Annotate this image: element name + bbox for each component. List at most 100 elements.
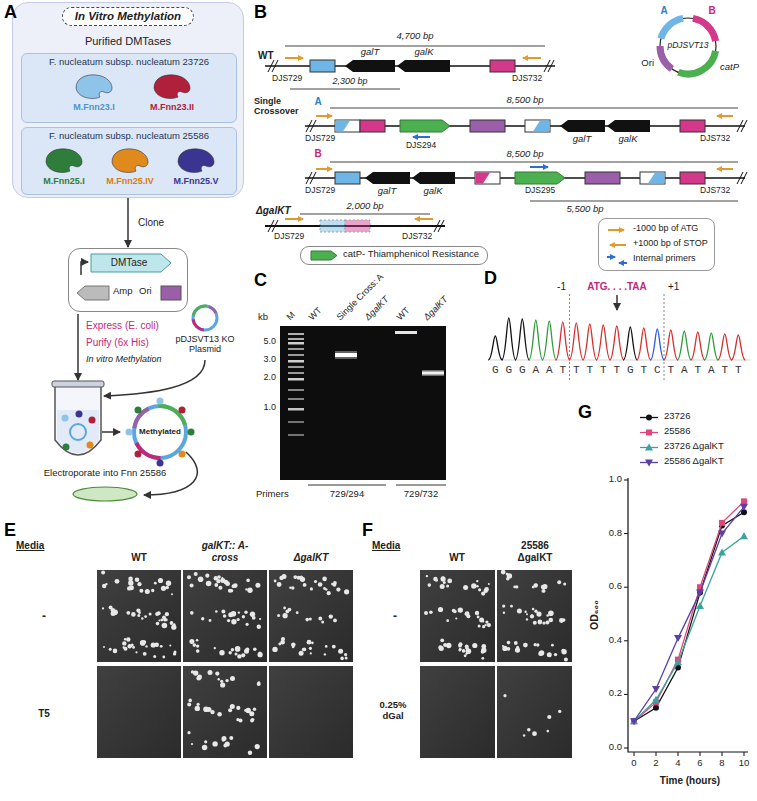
- colony: [173, 652, 176, 655]
- colony: [135, 651, 137, 653]
- flow-arrow-part: [102, 431, 120, 433]
- colony: [206, 581, 212, 587]
- text-label: WT: [258, 50, 274, 62]
- colony: [122, 641, 126, 645]
- panel-letter: A: [4, 2, 17, 23]
- colony: [235, 646, 241, 652]
- colony: [214, 647, 216, 649]
- colony: [299, 651, 304, 656]
- ko-plasmid-icon: [193, 306, 217, 330]
- wt-locus-part: [268, 60, 554, 72]
- plate-glare: [97, 570, 181, 662]
- crossover-a-locus-part: [316, 115, 332, 117]
- text-label: 0.4: [609, 635, 622, 646]
- colony: [219, 650, 224, 655]
- colony: [156, 622, 160, 626]
- text-label: galT: [361, 47, 379, 58]
- reaction-tube-part: [76, 411, 83, 418]
- colony: [161, 586, 166, 591]
- text-label: 1.0: [609, 474, 622, 485]
- plate-ground: [497, 666, 572, 758]
- colony: [481, 657, 484, 660]
- methyl-mark-part: [135, 407, 142, 414]
- crossover-a-locus-part: [525, 120, 550, 132]
- legend-text: catP- Thiamphenicol Resistance: [343, 249, 479, 260]
- reaction-tube-part: [70, 424, 86, 440]
- trace-peak: [583, 324, 597, 360]
- colony: [554, 653, 557, 656]
- text-label: Express (E. coli): [86, 320, 159, 332]
- colony: [435, 579, 438, 582]
- crossover-b-locus-part: [316, 168, 332, 170]
- plate-ground: [269, 570, 353, 662]
- legend-text: Internal primers: [633, 253, 696, 263]
- colony: [465, 646, 469, 650]
- ko-plasmid-icon-part: [193, 306, 217, 330]
- colony: [482, 620, 484, 622]
- colony: [232, 584, 236, 588]
- trace-peak: [718, 334, 732, 360]
- legend-box: -1000 bp of ATG+1000 bp of STOPInternal …: [598, 218, 715, 271]
- colony: [446, 584, 449, 587]
- colony: [503, 612, 505, 614]
- legend-sample: [638, 410, 660, 425]
- colony: [462, 649, 466, 653]
- agarose-gel-part-part: [288, 421, 304, 423]
- trace-peak: [664, 330, 678, 360]
- axis-tick: [624, 533, 628, 534]
- text-label: 4: [675, 758, 680, 769]
- axis-tick: [624, 480, 628, 481]
- dish-shape: [30, 484, 180, 504]
- colony: [204, 740, 207, 743]
- agarose-gel-part-part: [288, 378, 304, 381]
- colony: [244, 611, 247, 614]
- colony: [250, 612, 255, 617]
- panel-letter: D: [484, 268, 497, 289]
- trace-peak: [637, 328, 651, 360]
- text-label: -: [42, 610, 46, 624]
- plate-glare: [269, 570, 353, 662]
- colony: [344, 589, 349, 594]
- colony: [283, 613, 288, 618]
- colony: [137, 614, 140, 617]
- deletion-locus-part: [320, 220, 370, 232]
- colony: [481, 650, 485, 654]
- text-label: DJS295: [525, 186, 555, 196]
- text-label: 5,500 bp: [567, 204, 604, 215]
- agarose-gel-part: [280, 326, 446, 480]
- text-label: 25586 ΔgalKT: [505, 540, 565, 563]
- node-title: DMTase: [93, 257, 165, 269]
- plate-ground: [420, 570, 495, 662]
- plate-ground: [97, 666, 181, 758]
- colony: [503, 694, 506, 697]
- colony: [214, 583, 218, 587]
- data-marker: [631, 718, 637, 724]
- edge-label: Clone: [136, 217, 166, 229]
- node-title: M.Fnn23.II: [140, 102, 204, 112]
- text-label: 0.25% dGal: [369, 700, 417, 722]
- axis-tick: [656, 752, 657, 756]
- methylated-plasmid-part: [134, 406, 186, 458]
- legend-row: 25586 ΔgalKT: [638, 455, 724, 470]
- trace-peak: [731, 335, 745, 360]
- colony: [158, 619, 160, 621]
- trace-peak: [623, 327, 637, 360]
- plate-ground: [497, 570, 572, 662]
- text-label: 8,500 bp: [507, 95, 544, 106]
- colony: [195, 706, 200, 711]
- text-label: galK: [423, 186, 442, 197]
- agarose-gel-part-part: [288, 333, 304, 335]
- reaction-tube-part: [89, 417, 96, 424]
- text-label: Methylated: [139, 427, 181, 436]
- text-label: Purify (6x His): [86, 337, 149, 349]
- wt-locus-part: [490, 60, 515, 72]
- origin-box: [161, 286, 181, 300]
- colony: [476, 585, 479, 588]
- resistance-sample: [311, 251, 337, 260]
- colony: [272, 647, 277, 652]
- colony: [523, 734, 525, 736]
- text-label: 1.0: [263, 402, 276, 412]
- colony: [139, 589, 143, 593]
- colony: [302, 648, 306, 652]
- colony: [209, 619, 212, 622]
